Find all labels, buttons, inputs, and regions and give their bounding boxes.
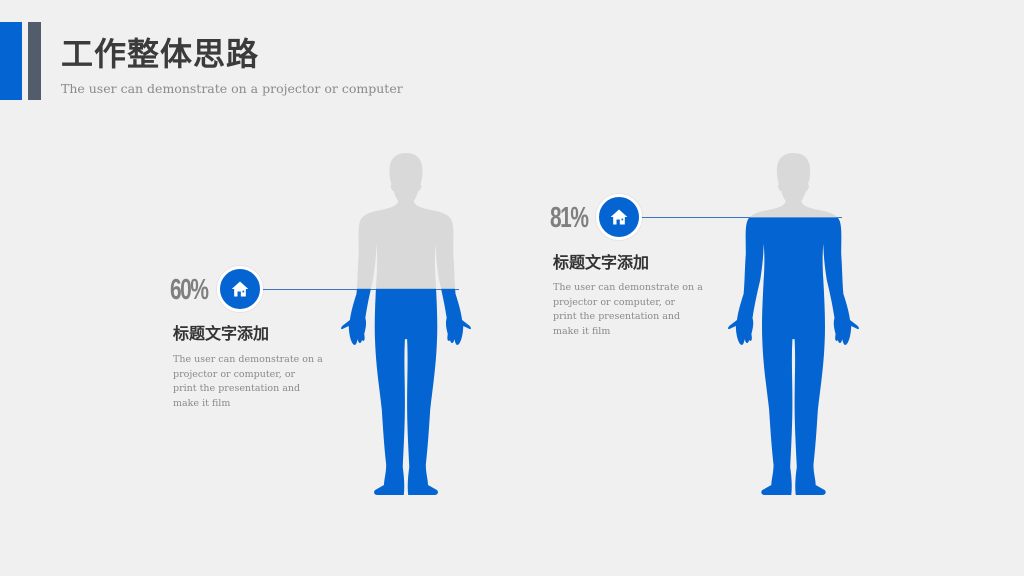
accent-bar-blue [0, 22, 22, 100]
home-icon [610, 209, 628, 225]
page-title: 工作整体思路 [61, 35, 260, 73]
home-icon [231, 281, 249, 297]
human-figure-60 [341, 153, 471, 495]
icon-circle [217, 266, 263, 312]
human-figure-81 [728, 153, 859, 495]
item-heading: 标题文字添加 [173, 324, 270, 343]
accent-bar-gray [28, 22, 41, 100]
percent-value: 60% [170, 274, 209, 306]
percent-value: 81% [550, 202, 589, 234]
connector-line [642, 217, 842, 218]
page-subtitle: The user can demonstrate on a projector … [61, 81, 403, 96]
item-description: The user can demonstrate on a projector … [173, 354, 323, 409]
item-description: The user can demonstrate on a projector … [553, 282, 703, 337]
icon-circle [596, 194, 642, 240]
item-heading: 标题文字添加 [553, 253, 650, 272]
